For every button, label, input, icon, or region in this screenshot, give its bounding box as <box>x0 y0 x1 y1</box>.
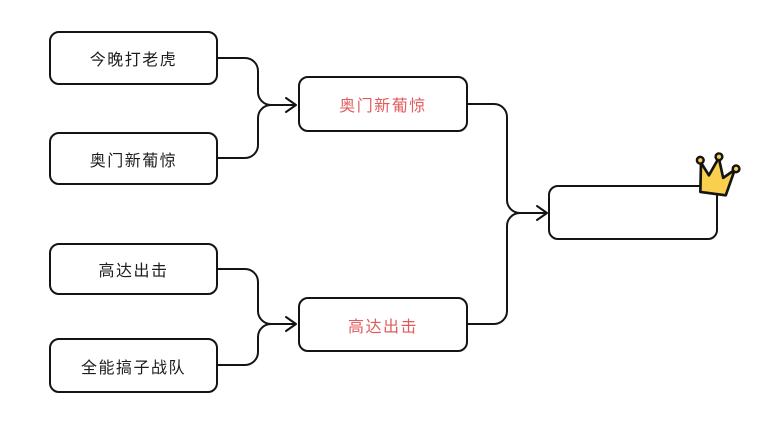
bracket-box-semifinal-winner-1[interactable]: 高达出击 <box>298 297 468 352</box>
connector-round1-bottom-a <box>217 268 295 325</box>
bracket-box-round1-team-1[interactable]: 奥门新葡惊 <box>49 132 218 185</box>
arrowhead-final <box>536 205 548 221</box>
bracket-box-semifinal-winner-0[interactable]: 奥门新葡惊 <box>298 76 468 132</box>
team-label: 全能搞子战队 <box>80 359 186 377</box>
winner-label: 奥门新葡惊 <box>339 98 427 115</box>
team-label: 高达出击 <box>98 263 169 280</box>
arrowhead-semifinal-top <box>285 97 297 113</box>
connector-round1-bottom-b <box>217 323 272 366</box>
bracket-box-final-winner[interactable] <box>548 185 718 240</box>
bracket-box-round1-team-0[interactable]: 今晚打老虎 <box>49 31 218 85</box>
arrowhead-semifinal-bottom <box>285 316 297 332</box>
crown-icon <box>695 152 741 197</box>
connector-semifinal-top <box>468 103 546 214</box>
connector-semifinal-bottom <box>468 212 521 325</box>
winner-label: 高达出击 <box>347 318 418 336</box>
team-label: 今晚打老虎 <box>89 52 178 69</box>
connector-round1-top-b <box>217 104 272 159</box>
bracket-box-round1-team-2[interactable]: 高达出击 <box>49 243 218 295</box>
bracket-box-round1-team-3[interactable]: 全能搞子战队 <box>49 338 218 393</box>
team-label: 奥门新葡惊 <box>89 152 178 170</box>
connector-round1-top-a <box>217 57 295 106</box>
